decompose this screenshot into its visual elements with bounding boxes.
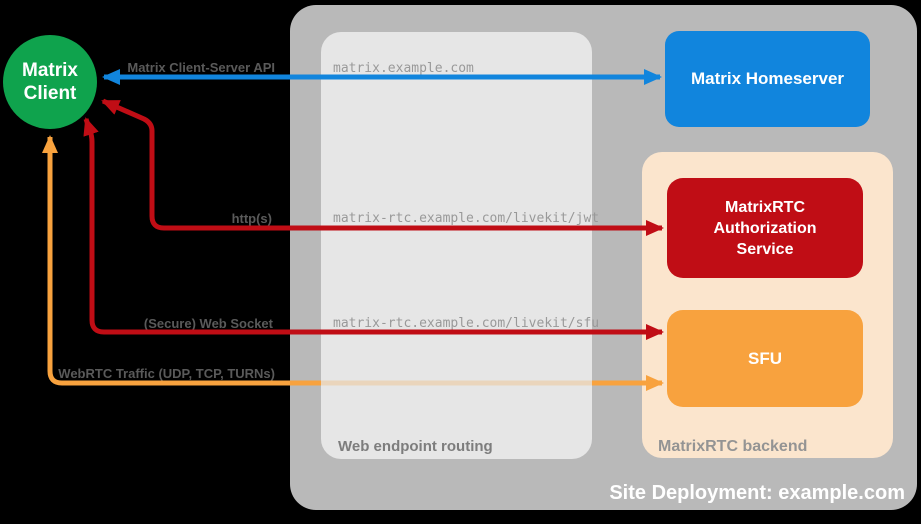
matrix-homeserver-node: Matrix Homeserver (665, 31, 870, 127)
web-endpoint-routing-panel (321, 32, 592, 459)
sfu-node: SFU (667, 310, 863, 407)
matrixrtc-authorization-service-node: MatrixRTC Authorization Service (667, 178, 863, 278)
arrow-webrtc-traffic-left (42, 135, 321, 386)
site-deployment-label: Site Deployment: example.com (609, 482, 905, 504)
matrix-client-label: Matrix Client (22, 60, 78, 104)
web-endpoint-routing-label: Web endpoint routing (338, 438, 493, 455)
matrixrtc-backend-label: MatrixRTC backend (658, 438, 808, 455)
connection-label-client-server-api: Matrix Client-Server API (127, 60, 275, 75)
matrix-homeserver-label: Matrix Homeserver (690, 69, 845, 88)
endpoint-url-livekit-jwt: matrix-rtc.example.com/livekit/jwt (333, 211, 600, 226)
endpoint-url-homeserver: matrix.example.com (333, 61, 474, 76)
matrix-client-node: Matrix Client (3, 35, 97, 129)
sfu-label: SFU (748, 348, 782, 368)
authorization-service-label: MatrixRTC Authorization Service (713, 198, 817, 258)
endpoint-url-livekit-sfu: matrix-rtc.example.com/livekit/sfu (333, 316, 600, 331)
connection-label-https: http(s) (231, 211, 272, 226)
connection-label-webrtc-traffic: WebRTC Traffic (UDP, TCP, TURNs) (58, 366, 275, 381)
connection-label-web-socket: (Secure) Web Socket (143, 316, 273, 331)
